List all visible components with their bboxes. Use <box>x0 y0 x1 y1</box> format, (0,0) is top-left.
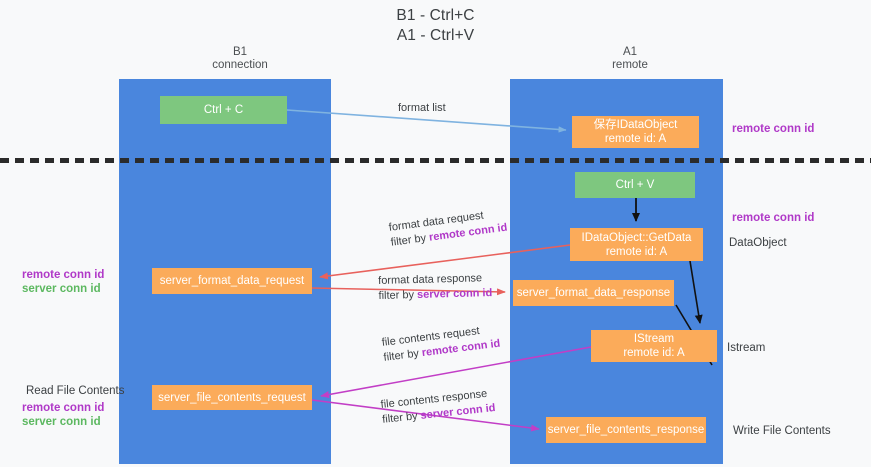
node-save-idataobject[interactable]: 保存IDataObject remote id: A <box>572 116 699 148</box>
annotation-left-remote-conn-id-2: remote conn id <box>22 402 105 414</box>
annotation-left-read-file-contents: Read File Contents <box>26 385 125 397</box>
node-istream-line2: remote id: A <box>623 347 685 359</box>
node-ctrl-v-label: Ctrl + V <box>615 179 655 191</box>
column-header-b1-role: connection <box>212 59 268 71</box>
node-server-format-data-response[interactable]: server_format_data_response <box>513 280 674 306</box>
node-idataobject-getdata-line2: remote id: A <box>605 245 668 258</box>
annotation-right-dataobject: DataObject <box>729 237 787 249</box>
annotation-left-server-conn-id-2: server conn id <box>22 416 101 428</box>
edge-label-format-data-response-filter: filter by server conn id <box>378 286 492 304</box>
annotation-left-remote-conn-id-1: remote conn id <box>22 269 105 281</box>
node-server-format-data-request[interactable]: server_format_data_request <box>152 268 312 294</box>
node-idataobject-getdata[interactable]: IDataObject::GetData remote id: A <box>570 228 703 261</box>
node-server-format-data-response-label: server_format_data_response <box>516 287 671 299</box>
annotation-left-server-conn-id-1: server conn id <box>22 283 101 295</box>
filter-prefix: filter by <box>381 409 422 426</box>
node-idataobject-getdata-line1: IDataObject::GetData <box>581 231 692 244</box>
edge-label-file-contents-request: file contents request filter by remote c… <box>381 322 501 366</box>
filter-key-server-conn-id: server conn id <box>416 287 493 301</box>
title-line-2: A1 - Ctrl+V <box>396 27 475 44</box>
edge-label-format-list: format list <box>398 101 446 116</box>
column-header-b1-name: B1 <box>232 46 248 58</box>
node-save-idataobject-line2: remote id: A <box>604 133 667 145</box>
node-server-file-contents-request[interactable]: server_file_contents_request <box>152 385 312 410</box>
column-header-a1: A1 remote <box>540 46 720 72</box>
phase-divider-dashed-line <box>0 158 871 163</box>
filter-prefix: filter by <box>382 347 423 364</box>
node-ctrl-v[interactable]: Ctrl + V <box>575 172 695 198</box>
node-server-file-contents-request-label: server_file_contents_request <box>158 391 306 404</box>
node-ctrl-c[interactable]: Ctrl + C <box>160 96 287 124</box>
node-server-file-contents-response[interactable]: server_file_contents_response <box>546 417 706 443</box>
annotation-left-conn-ids-format: remote conn id server conn id <box>22 268 104 296</box>
node-istream[interactable]: IStream remote id: A <box>591 330 717 362</box>
column-header-a1-name: A1 <box>622 46 638 58</box>
column-header-b1: B1 connection <box>150 46 330 72</box>
annotation-right-write-file-contents: Write File Contents <box>733 425 831 437</box>
column-header-a1-role: remote <box>612 59 648 71</box>
node-save-idataobject-line1: 保存IDataObject <box>593 119 678 131</box>
edge-label-format-data-request: format data request filter by remote con… <box>388 206 508 251</box>
edge-label-format-data-response: format data response filter by server co… <box>378 271 492 304</box>
title-line-1: B1 - Ctrl+C <box>396 7 475 24</box>
node-istream-line1: IStream <box>633 333 675 345</box>
node-server-file-contents-response-label: server_file_contents_response <box>547 424 705 436</box>
filter-prefix: filter by <box>378 288 418 302</box>
annotation-right-remote-conn-id-top: remote conn id <box>732 123 815 135</box>
annotation-left-conn-ids-file: remote conn id server conn id <box>22 401 104 429</box>
edge-label-format-list-text: format list <box>398 102 446 114</box>
filter-prefix: filter by <box>390 231 430 249</box>
annotation-right-istream: Istream <box>727 342 766 354</box>
node-server-format-data-request-label: server_format_data_request <box>159 275 305 287</box>
node-ctrl-c-label: Ctrl + C <box>203 104 244 116</box>
annotation-right-remote-conn-id-mid: remote conn id <box>732 212 815 224</box>
page-title: B1 - Ctrl+C A1 - Ctrl+V <box>0 6 871 46</box>
edge-label-file-contents-response: file contents response filter by server … <box>380 386 496 428</box>
